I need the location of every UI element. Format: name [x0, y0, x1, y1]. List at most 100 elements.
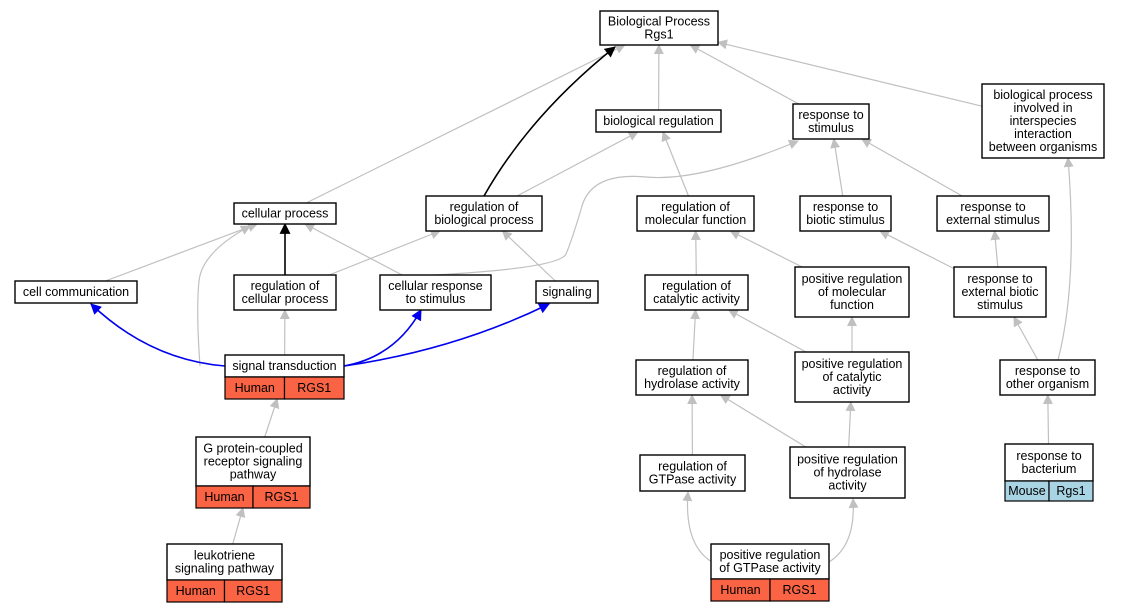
edge-cellcomm-to-cellproc	[105, 222, 258, 282]
go-term-label-line: biological process	[993, 88, 1092, 102]
edge-posregmol-to-regmol	[729, 230, 803, 268]
edge-regmol-to-bioreg	[661, 131, 690, 197]
go-term-label-line: response to	[967, 272, 1032, 286]
edge-sigtrans-to-signaling	[343, 303, 550, 367]
go-term-label-line: external stimulus	[946, 213, 1040, 227]
edge-cellresp-to-rts	[434, 139, 799, 276]
go-term-box	[166, 543, 283, 581]
go-term-label-line: regulation of	[658, 460, 727, 474]
edge-rts-to-bp	[689, 44, 800, 105]
go-term-signaling[interactable]: signaling	[535, 280, 599, 304]
go-term-label-line: molecular function	[645, 213, 746, 227]
go-term-label-line: biological process	[434, 213, 533, 227]
go-term-box	[792, 103, 870, 140]
go-term-label-line: pathway	[230, 468, 277, 482]
go-term-label-line: regulation of	[661, 200, 730, 214]
go-term-label-line: stimulus	[808, 121, 854, 135]
go-term-box	[953, 266, 1047, 318]
go-term-label-line: hydrolase activity	[644, 377, 741, 391]
go-term-label-line: regulation of	[251, 279, 320, 293]
edge-layer	[90, 39, 1074, 563]
go-term-box	[379, 274, 492, 311]
go-term-box	[14, 280, 138, 304]
edge-rtextbiotic-to-rtext	[990, 230, 1001, 268]
go-term-label-line: cellular process	[242, 292, 329, 306]
go-term-label-line: positive regulation	[802, 272, 903, 286]
species-label: Human	[204, 490, 244, 504]
go-term-label-line: of catalytic	[822, 370, 881, 384]
go-term-cellproc[interactable]: cellular process	[233, 202, 337, 225]
go-term-box	[635, 359, 749, 396]
go-term-label-line: to stimulus	[406, 292, 466, 306]
go-term-label-line: leukotriene	[194, 549, 255, 563]
species-label: Human	[235, 381, 275, 395]
go-term-box	[999, 359, 1096, 396]
go-term-cellcomm[interactable]: cell communication	[14, 280, 138, 304]
edge-regcell-to-regbio	[328, 229, 441, 276]
go-term-box	[936, 195, 1050, 232]
edge-regbio-to-bp	[483, 46, 616, 197]
go-term-box	[794, 351, 910, 403]
go-term-label-line: signal transduction	[232, 359, 336, 373]
go-term-bioreg[interactable]: biological regulation	[595, 109, 722, 133]
go-term-label-line: bacterium	[1022, 462, 1077, 476]
go-term-box	[233, 202, 337, 225]
go-term-label-line: regulation of	[450, 200, 519, 214]
go-term-label-line: Rgs1	[644, 28, 673, 42]
go-term-label-line: interspecies	[1010, 114, 1077, 128]
go-term-label-line: G protein-coupled	[203, 442, 302, 456]
go-term-box	[789, 446, 906, 499]
edge-reghyd-to-regcat	[690, 309, 701, 361]
edge-regcat-to-regmol	[690, 230, 701, 276]
go-term-label-line: cellular process	[242, 207, 329, 221]
go-term-label-line: biological regulation	[603, 114, 714, 128]
go-term-label-line: receptor signaling	[204, 455, 303, 469]
go-term-label-line: biotic stimulus	[806, 213, 885, 227]
go-term-box	[639, 454, 746, 492]
gene-label: RGS1	[782, 583, 816, 597]
edge-sigtrans-to-cellcomm	[90, 303, 226, 367]
gene-label: Rgs1	[1056, 484, 1085, 498]
go-term-box	[644, 274, 749, 311]
go-term-label-line: response to	[1015, 364, 1080, 378]
edge-gpcr-to-sigtrans	[264, 398, 280, 438]
edge-leuko-to-gpcr	[232, 507, 246, 545]
edge-posreghyd-to-posregcat	[845, 401, 856, 448]
go-term-label-line: function	[830, 298, 874, 312]
gene-label: RGS1	[236, 584, 270, 598]
go-term-label-line: catalytic activity	[653, 292, 741, 306]
go-term-box	[195, 436, 311, 487]
go-term-box	[981, 83, 1105, 159]
go-term-box	[595, 109, 722, 133]
edge-rtother-to-bpinter	[1057, 157, 1074, 361]
go-term-label-line: signaling	[542, 285, 591, 299]
gene-cell	[223, 579, 283, 603]
gene-cell	[769, 578, 830, 602]
go-term-label-line: external biotic	[961, 285, 1038, 299]
go-term-box	[799, 195, 892, 232]
go-term-label-line: signaling pathway	[175, 562, 275, 576]
go-term-label-line: response to	[1016, 449, 1081, 463]
